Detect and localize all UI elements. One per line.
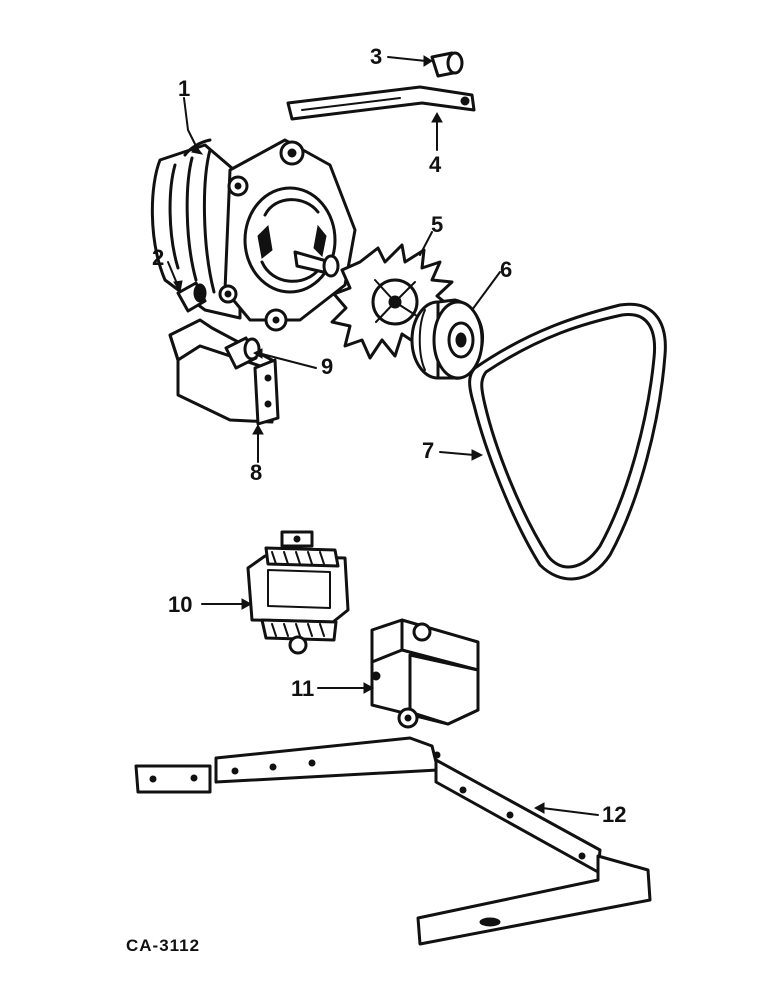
callout-12: 12: [602, 802, 626, 827]
spacer-2: [176, 281, 207, 313]
callout-10: 10: [168, 592, 192, 617]
callout-3: 3: [370, 44, 382, 69]
bushing-3: [430, 51, 464, 78]
callout-8: 8: [250, 460, 262, 485]
callout-11: 11: [291, 676, 314, 701]
mounting-bracket-8: [168, 318, 280, 426]
callout-1: 1: [178, 76, 190, 101]
adjusting-bracket-4: [286, 85, 476, 121]
callout-6: 6: [500, 257, 512, 282]
callout-9: 9: [321, 354, 333, 379]
spacer-9: [224, 336, 261, 370]
callout-5: 5: [431, 212, 443, 237]
fan-5: [330, 243, 454, 360]
leader-lines: [167, 55, 599, 816]
bracket-bar-12: [134, 736, 652, 946]
callout-4: 4: [429, 152, 442, 177]
callout-2: 2: [152, 245, 164, 270]
callout-7: 7: [422, 438, 434, 463]
regulator-10: [246, 530, 350, 655]
pulley-6: [410, 298, 485, 380]
drawing-code: CA-3112: [126, 936, 200, 955]
regulator-11: [370, 618, 480, 729]
belt-7: [468, 302, 667, 581]
